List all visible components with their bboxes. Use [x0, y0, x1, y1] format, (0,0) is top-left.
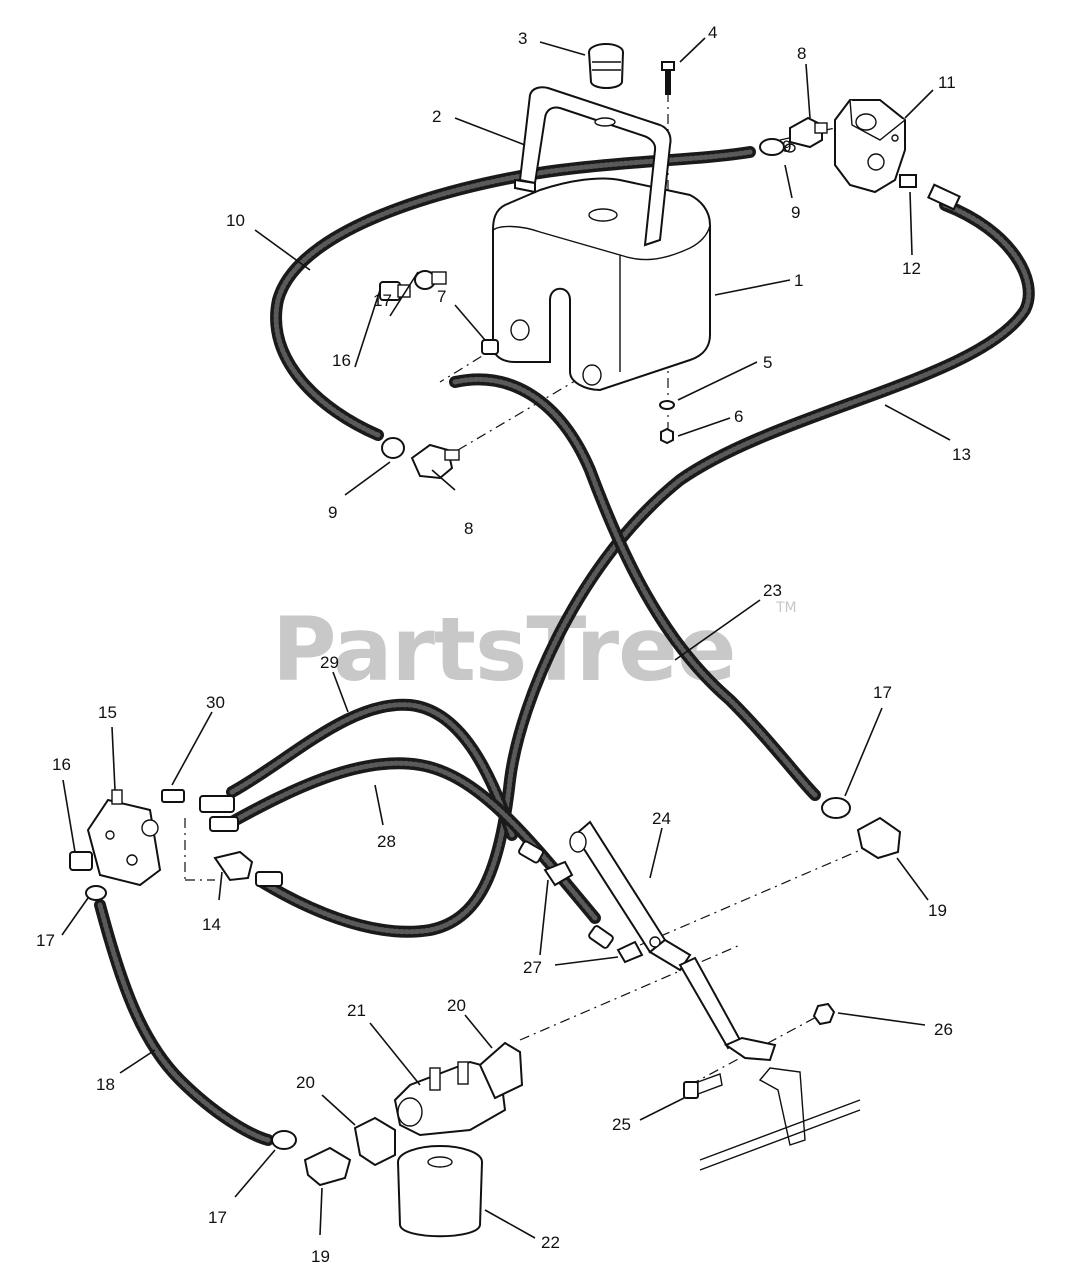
- adapter-20-right: [478, 1041, 524, 1100]
- hose-10: [270, 146, 756, 441]
- tank-bracket: [514, 86, 672, 247]
- callout-21: 21: [347, 1001, 366, 1020]
- hydraulic-cylinder-24: [569, 820, 777, 1062]
- callout-4: 4: [708, 23, 717, 42]
- fitting-27-a: [518, 840, 544, 864]
- callout-16-left: 16: [52, 755, 71, 774]
- control-valve-15: [86, 789, 162, 887]
- callout-24: 24: [652, 809, 671, 828]
- callout-11: 11: [938, 73, 956, 92]
- callout-12: 12: [902, 259, 921, 278]
- nut-26: [812, 1002, 836, 1026]
- callout-18: 18: [96, 1075, 115, 1094]
- callout-16-top: 16: [332, 351, 351, 370]
- callout-14: 14: [202, 915, 221, 934]
- callout-numbers: 1 2 3 4 5 6 7 8 8 9 9 9 10 11 12 13 14 1…: [36, 23, 971, 1266]
- fitting-30: [161, 789, 185, 803]
- fitting-27-c: [588, 925, 644, 964]
- filler-cap: [588, 43, 624, 89]
- adapter-20-left: [353, 1116, 396, 1167]
- callout-30: 30: [206, 693, 225, 712]
- callout-26: 26: [934, 1020, 953, 1039]
- callout-22: 22: [541, 1233, 560, 1252]
- reservoir-tank: [492, 177, 711, 392]
- adapter-16-left: [69, 851, 93, 871]
- callout-3: 3: [518, 29, 527, 48]
- nut-6: [660, 427, 674, 445]
- callout-8-top: 8: [797, 44, 806, 63]
- callout-17-right: 17: [873, 683, 892, 702]
- callout-1: 1: [794, 271, 803, 290]
- hose-clamp-17-left: [85, 885, 107, 901]
- callout-13: 13: [952, 445, 971, 464]
- callout-7: 7: [437, 287, 446, 306]
- hose-29-end: [199, 795, 235, 813]
- callout-23: 23: [763, 581, 782, 600]
- callout-15: 15: [98, 703, 117, 722]
- filter-head-21: [393, 1060, 507, 1137]
- elbow-fitting-8-top: [789, 116, 828, 149]
- hose-29: [226, 698, 518, 841]
- callout-19-right: 19: [928, 901, 947, 920]
- callout-2: 2: [432, 107, 441, 126]
- callout-17-top: 17: [373, 291, 392, 310]
- hose-clamp-9-bottom: [381, 437, 405, 459]
- leader-lines: [61, 37, 951, 1239]
- callout-20-left: 20: [296, 1073, 315, 1092]
- hose-13-end: [927, 183, 961, 211]
- hose-clamp-17-bottom: [271, 1130, 297, 1150]
- fitting-27-b: [543, 860, 574, 887]
- hose-clamp-17-top: [414, 270, 447, 290]
- watermark-text: PartsTree: [272, 598, 735, 701]
- callout-17-bottom: 17: [208, 1208, 227, 1227]
- callout-6: 6: [734, 407, 743, 426]
- callout-10: 10: [226, 211, 245, 230]
- callout-29: 29: [320, 653, 339, 672]
- callout-9-right: 9: [791, 203, 800, 222]
- hose-13: [256, 199, 1035, 938]
- bolt-4: [661, 61, 675, 95]
- callout-20-right: 20: [447, 996, 466, 1015]
- callout-19-bottom: 19: [311, 1247, 330, 1266]
- callout-8-bottom: 8: [464, 519, 473, 538]
- callout-25: 25: [612, 1115, 631, 1134]
- mounting-bracket: [699, 1067, 861, 1171]
- hose-18: [94, 899, 274, 1146]
- hose-23: [449, 373, 821, 801]
- hydraulic-pump-11: [834, 99, 906, 194]
- oil-filter-22: [397, 1145, 483, 1238]
- hose-clamp-17-right: [821, 797, 851, 819]
- hose-28-end: [209, 816, 239, 832]
- elbow-fitting-8-bottom: [410, 443, 460, 480]
- hose-clamp-9-top: [759, 138, 796, 156]
- callout-27: 27: [523, 958, 542, 977]
- washer-5: [659, 400, 675, 410]
- callout-17-left: 17: [36, 931, 55, 950]
- callout-9-inline: 9: [782, 137, 791, 156]
- watermark-trademark: TM: [775, 600, 797, 616]
- callout-5: 5: [763, 353, 772, 372]
- callout-9-left: 9: [328, 503, 337, 522]
- fitting-7: [481, 339, 499, 355]
- bolt-25: [683, 1073, 723, 1099]
- fitting-12: [899, 174, 917, 188]
- elbow-fitting-19-bottom: [303, 1146, 352, 1187]
- callout-28: 28: [377, 832, 396, 851]
- elbow-fitting-14: [213, 850, 283, 887]
- elbow-fitting-19-right: [856, 816, 902, 860]
